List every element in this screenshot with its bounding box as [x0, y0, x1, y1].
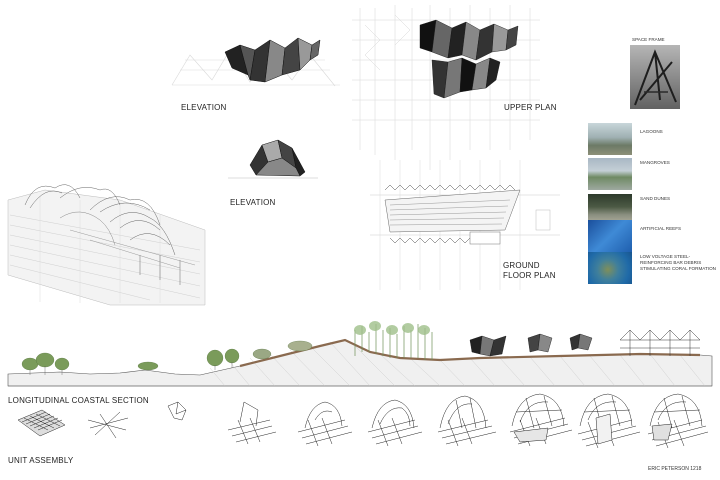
elevation-mid-label: ELEVATION: [230, 198, 276, 207]
mangroves-label: MANGROVES: [640, 160, 670, 165]
coral-steel-photo: [588, 252, 632, 284]
assembly-stage: [367, 399, 423, 447]
perspective-render: [7, 184, 206, 306]
space-frame-photo: [630, 45, 680, 109]
assembly-stage: [647, 393, 709, 449]
lagoons-label: LAGOONS: [640, 129, 663, 134]
longitudinal-section-label: LONGITUDINAL COASTAL SECTION: [8, 396, 149, 405]
section-frame: [619, 329, 701, 356]
assembly-stage: [577, 393, 641, 449]
elevation-top-module: [224, 37, 321, 83]
mangroves-photo: [588, 158, 632, 190]
upper-plan-label: UPPER PLAN: [504, 103, 557, 112]
unit-assembly-label: UNIT ASSEMBLY: [8, 456, 74, 465]
artificial-reefs-label: ARTIFICIAL REEFS: [640, 226, 682, 231]
artificial-reefs-photo: [588, 220, 632, 252]
space-frame-title: SPACE FRAME: [632, 37, 665, 42]
upper-plan-modules: [419, 19, 519, 99]
ground-floor-plan-label-line1: GROUND: [503, 261, 540, 270]
sand-dunes-label: SAND DUNES: [640, 196, 671, 201]
assembly-stage: [437, 395, 497, 447]
assembly-stage: [509, 393, 573, 447]
assembly-stage: [297, 401, 353, 447]
section-modules: [469, 333, 593, 357]
coastal-section: [7, 321, 713, 387]
unit-assembly-drawings: [17, 393, 709, 449]
elevation-top-label: ELEVATION: [181, 103, 227, 112]
ground-floor-plan: [370, 160, 560, 290]
author-credit: ERIC PETERSON 1218: [648, 466, 702, 472]
lagoons-photo: [588, 123, 632, 155]
coral-steel-label: LOW VOLTAGE STEEL- REINFORCING BAR DEBRI…: [640, 254, 716, 271]
ground-floor-plan-label-line2: FLOOR PLAN: [503, 271, 556, 280]
assembly-stage: [227, 401, 277, 445]
elevation-mid-module: [249, 139, 306, 177]
ground-floor-plan-label: GROUND FLOOR PLAN: [503, 261, 556, 281]
mangrove-trees: [354, 324, 433, 360]
